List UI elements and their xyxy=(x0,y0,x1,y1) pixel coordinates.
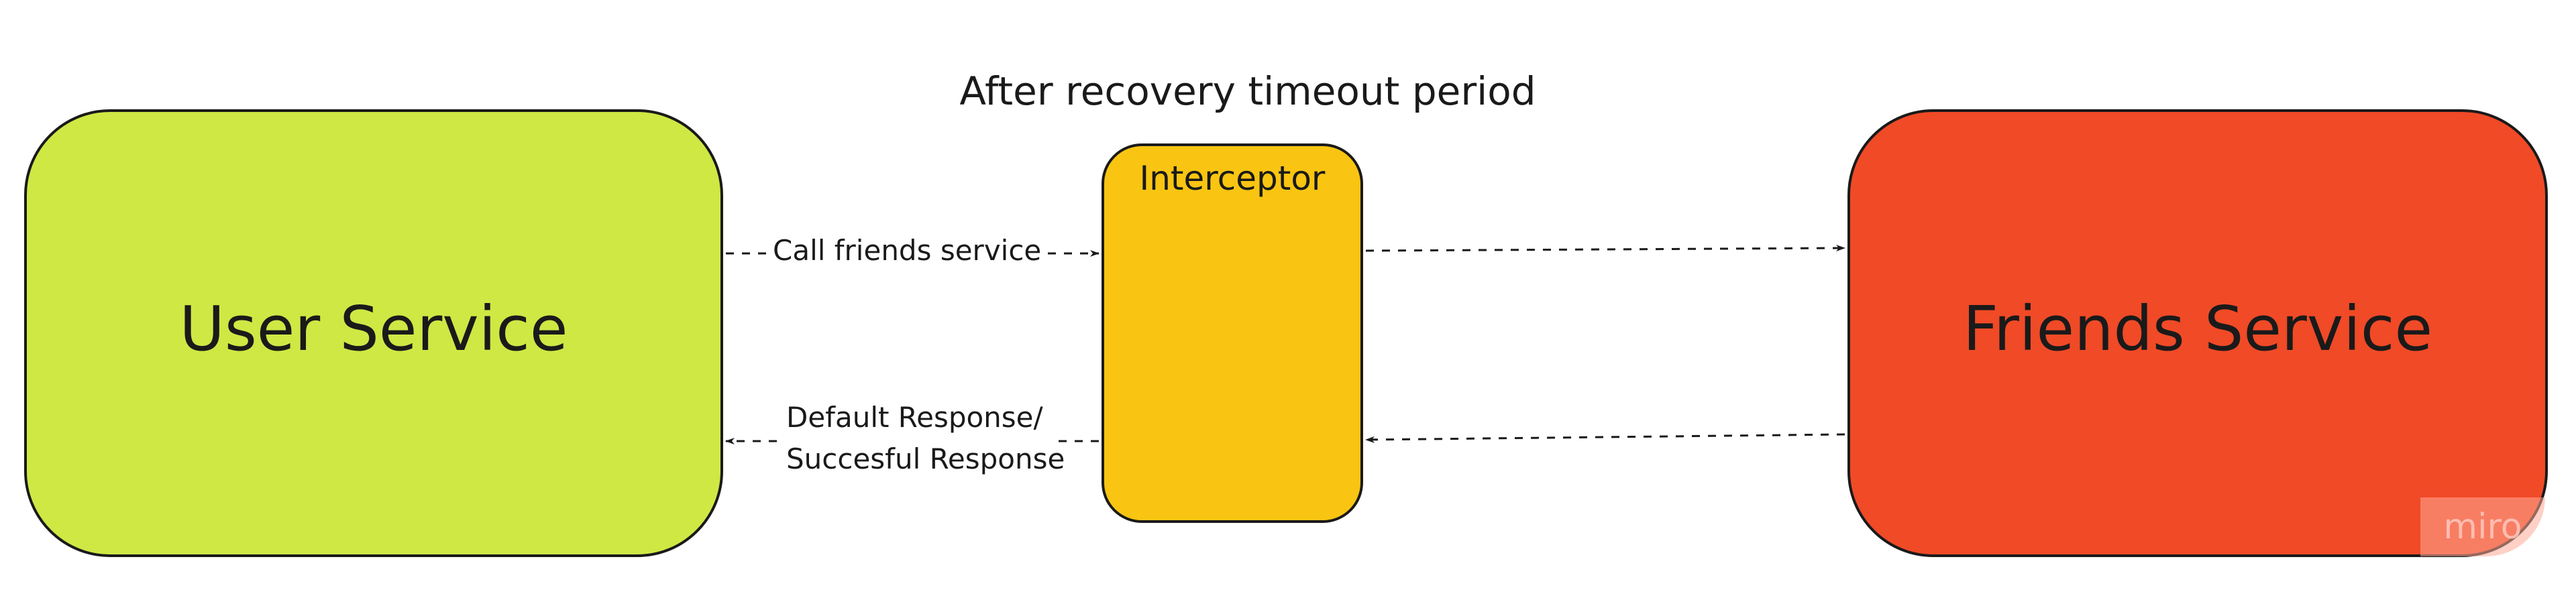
response-label-line-2: Succesful Response xyxy=(786,442,1065,475)
miro-watermark: miro xyxy=(2420,497,2545,556)
call-friends-service-label: Call friends service xyxy=(767,231,1047,271)
arrow-interceptor-to-friends[interactable] xyxy=(1365,245,1845,252)
response-label-line-1: Default Response/ xyxy=(786,401,1043,434)
interceptor-label: Interceptor xyxy=(1139,159,1326,198)
response-label: Default Response/ Succesful Response xyxy=(781,397,1070,480)
user-service-label: User Service xyxy=(179,293,568,365)
diagram-title: After recovery timeout period xyxy=(959,68,1536,114)
arrow-friends-to-interceptor[interactable] xyxy=(1365,433,1845,443)
response-label-backdrop xyxy=(778,400,1059,480)
friends-service-node[interactable]: Friends Service xyxy=(1847,109,2548,557)
friends-service-label: Friends Service xyxy=(1962,293,2433,365)
user-service-node[interactable]: User Service xyxy=(24,109,723,557)
interceptor-node[interactable]: Interceptor xyxy=(1102,143,1363,523)
